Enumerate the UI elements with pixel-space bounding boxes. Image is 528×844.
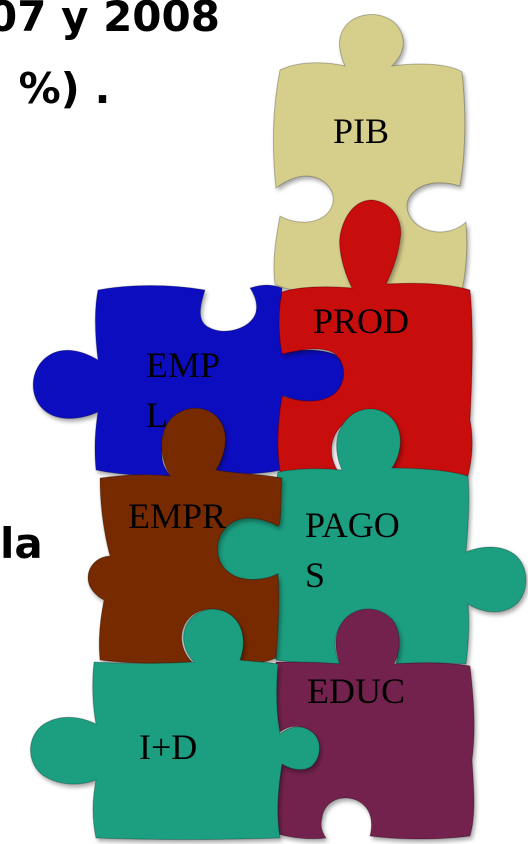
puzzle-piece-empr [87,407,283,664]
puzzle-piece-imasd [30,608,320,840]
side-text-fragment: la [0,519,43,568]
puzzle-piece-pib [272,14,468,292]
heading-line-2: ’ %) . [0,64,111,113]
heading-line-1: 07 y 2008 [0,0,220,41]
slide-heading: 07 y 2008 ’ %) . [0,0,330,216]
